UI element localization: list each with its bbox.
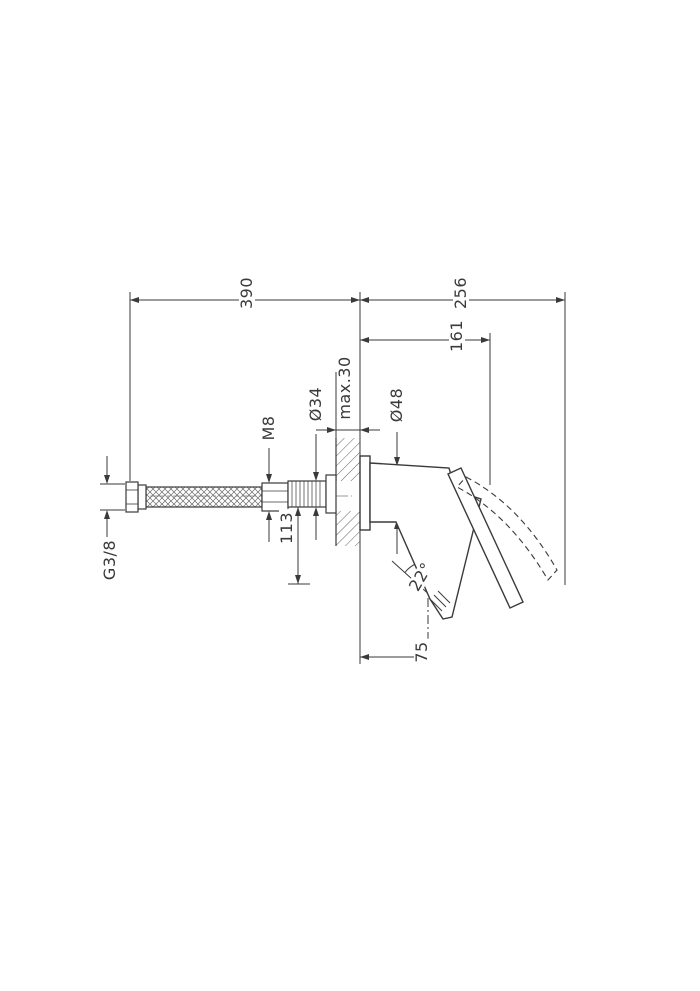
dimension-lines — [100, 292, 566, 664]
shank — [261, 474, 337, 514]
lever-handle — [447, 467, 524, 609]
dim-hose-thread: G3/8 — [100, 536, 119, 584]
flex-hose — [125, 481, 263, 513]
escutcheon — [359, 455, 371, 531]
dim-body-diameter: Ø48 — [387, 384, 406, 426]
dim-aerator-offset: 75 — [412, 638, 431, 666]
dim-wall-thickness: max.30 — [335, 353, 354, 423]
dim-below-axis: 113 — [277, 508, 296, 548]
wall-section — [335, 438, 360, 546]
lever-swing-dashed-outline — [456, 476, 558, 581]
faucet-body — [359, 455, 524, 620]
dim-hole-diameter: Ø34 — [306, 383, 325, 425]
dim-overall-depth: 256 — [451, 273, 470, 313]
aerator-detail — [430, 590, 451, 612]
dim-spout-reach: 161 — [447, 316, 466, 356]
dim-fixing-bolt: M8 — [259, 412, 278, 444]
dim-hose-length: 390 — [237, 273, 256, 313]
